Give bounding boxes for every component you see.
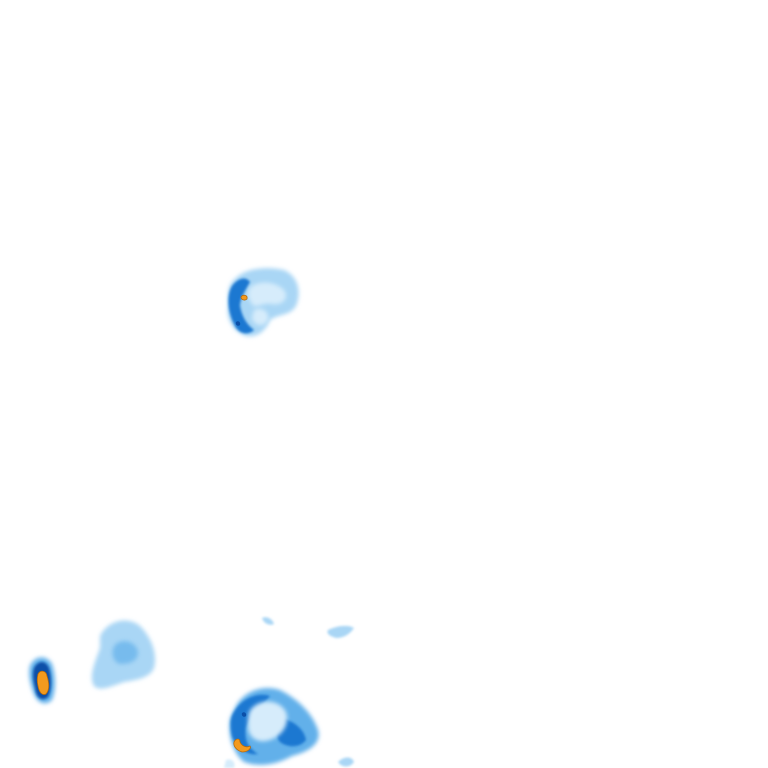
cell-southwest-small (29, 657, 55, 704)
cell-north (227, 268, 299, 337)
cell-south-east-fragments (224, 617, 354, 768)
cell-southwest-large (91, 620, 156, 689)
cell-south-center (229, 687, 319, 765)
